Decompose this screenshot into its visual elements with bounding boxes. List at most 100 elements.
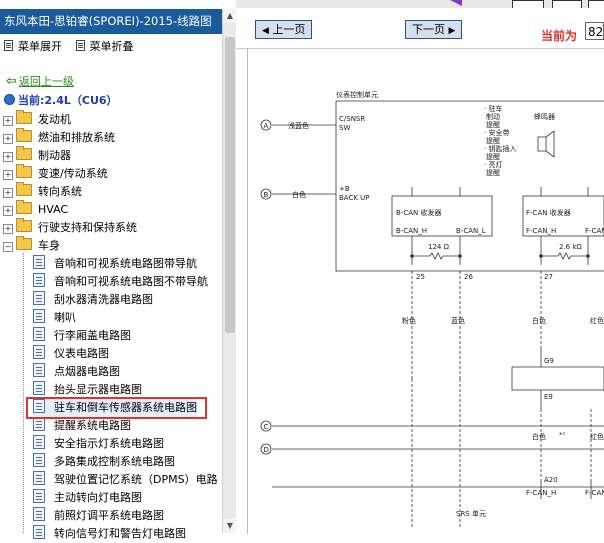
diagram-page-icon xyxy=(33,327,45,341)
tree-folder-label: 燃油和排放系统 xyxy=(38,131,115,144)
folder-icon xyxy=(16,146,32,160)
tree-connector xyxy=(23,253,24,533)
junction xyxy=(586,254,590,258)
tree-folder[interactable]: + 发动机 xyxy=(3,110,71,129)
prev-page-label: 上一页 xyxy=(272,23,306,36)
expand-icon[interactable]: + xyxy=(3,134,13,144)
left-triangle-icon: ◀ xyxy=(262,26,269,36)
purple-marker-icon xyxy=(450,0,462,6)
tree-folder-label: 行驶支持和保持系统 xyxy=(38,221,137,234)
tree-leaf[interactable]: 音响和可视系统电路图不带导航 xyxy=(33,273,208,291)
pin-c-label: C xyxy=(264,423,269,431)
page-number-input[interactable]: 82 xyxy=(585,22,604,40)
tree-folder[interactable]: +转向系统 xyxy=(3,182,82,201)
tree-folder[interactable]: + 燃油和排放系统 xyxy=(3,128,115,147)
expand-icon[interactable]: + xyxy=(3,224,13,234)
expand-icon[interactable]: + xyxy=(3,116,13,126)
tree-folder[interactable]: + 变速/传动系统 xyxy=(3,164,108,183)
note-3: · 安全带 xyxy=(484,128,509,137)
tree-leaf-label: 点烟器电路图 xyxy=(54,365,120,378)
diagram-page-icon xyxy=(33,273,45,287)
diagram-page-icon xyxy=(33,507,45,521)
back-arrow-icon: ⇦ xyxy=(6,74,17,89)
back-up-label: BACK UP xyxy=(339,194,370,202)
r2-label: 2.6 kΩ xyxy=(559,243,582,251)
junction xyxy=(410,254,414,258)
tree-leaf-label: 提醒系统电路图 xyxy=(54,419,131,432)
current-page-label: 当前为 xyxy=(541,29,578,43)
resistor-124 xyxy=(412,252,460,260)
tree-leaf[interactable]: 转向信号灯和警告灯电路图 xyxy=(33,525,186,543)
note-4: 提醒 xyxy=(486,136,500,145)
diagram-page-icon xyxy=(33,525,45,539)
folder-icon xyxy=(16,182,32,196)
pin25-label: 25 xyxy=(416,273,425,281)
wire-red-label: 红色 xyxy=(590,316,604,325)
tree-leaf[interactable]: 音响和可视系统电路图带导航 xyxy=(33,255,197,273)
diagram-svg: 仪表控制单元 A 浅蓝色 C/SNSR SW B 白色 +B BACK UP ·… xyxy=(260,90,604,527)
pin-b-circle xyxy=(260,188,272,200)
note-0: · 驻车 xyxy=(484,104,502,113)
prev-page-button[interactable]: ◀ 上一页 xyxy=(255,20,313,39)
scroll-up-icon[interactable]: ▲ xyxy=(223,9,237,23)
current-dot-icon xyxy=(4,94,15,105)
folder-icon xyxy=(16,200,32,214)
g9-e9-box xyxy=(511,366,604,391)
buzzer-body xyxy=(537,136,547,152)
tree-leaf[interactable]: 主动转向灯电路图 xyxy=(33,489,142,507)
tree-leaf[interactable]: 喇叭 xyxy=(33,309,76,327)
tree-leaf[interactable]: 多路集成控制系统电路图 xyxy=(33,453,175,471)
tree-folder[interactable]: +制动器 xyxy=(3,146,71,165)
next-page-button[interactable]: 下一页 ▶ xyxy=(405,20,463,39)
tree-leaf-label: 喇叭 xyxy=(54,311,76,324)
tree-folder[interactable]: +HVAC xyxy=(3,200,68,219)
tree-leaf[interactable]: 安全指示灯系统电路图 xyxy=(33,435,164,453)
expand-icon[interactable]: + xyxy=(3,152,13,162)
vertical-scrollbar[interactable]: ▲ ▼ xyxy=(222,9,237,533)
tree-leaf[interactable]: 前照灯调平系统电路图 xyxy=(33,507,164,525)
diagram-page-icon xyxy=(33,381,45,395)
back-link[interactable]: ⇦返回上一级 xyxy=(6,74,74,90)
collapse-all-button[interactable]: 菜单折叠 xyxy=(72,40,134,53)
tree-folder-label: 变速/传动系统 xyxy=(38,167,108,180)
r1-label: 124 Ω xyxy=(428,243,450,251)
tree-leaf[interactable]: 驾驶位置记忆系统（DPMS）电路 xyxy=(33,471,218,489)
folder-icon xyxy=(16,236,32,250)
menu-bar: 菜单展开 菜单折叠 xyxy=(0,38,222,56)
tree-leaf[interactable]: 抬头显示器电路图 xyxy=(33,381,142,399)
tree-folder[interactable]: −车身 xyxy=(3,236,60,255)
collapse-all-label: 菜单折叠 xyxy=(89,40,134,53)
diagram-page-icon xyxy=(33,363,45,377)
pin-b-text: 白色 xyxy=(292,190,306,199)
diagram-page-icon xyxy=(33,417,45,431)
scroll-thumb[interactable] xyxy=(225,37,235,333)
a20-label: A20 xyxy=(544,476,558,484)
current-model: 当前:2.4L（CU6） xyxy=(4,93,118,109)
dashed-wires xyxy=(411,271,542,379)
pin-d-circle xyxy=(260,443,272,455)
tree-leaf[interactable]: 仪表电路图 xyxy=(33,345,109,363)
tree-leaf[interactable]: 提醒系统电路图 xyxy=(33,417,131,435)
expand-all-button[interactable]: 菜单展开 xyxy=(0,40,66,53)
tree-leaf[interactable]: 点烟器电路图 xyxy=(33,363,120,381)
diagram-page-icon xyxy=(33,471,45,485)
wire-red2-label: 红色 xyxy=(590,432,604,441)
expand-icon[interactable]: + xyxy=(3,170,13,180)
note-2: 提醒 xyxy=(486,120,500,129)
scroll-down-icon[interactable]: ▼ xyxy=(223,519,237,533)
pin-d-label: D xyxy=(264,446,269,454)
bcan-l-label: B-CAN_L xyxy=(456,227,486,235)
folder-icon xyxy=(16,110,32,124)
unit-left-edge xyxy=(335,101,604,272)
tree-folder[interactable]: + 行驶支持和保持系统 xyxy=(3,218,137,237)
left-pane: 东风本田-思铂睿(SPOREI)-2015-线路图 菜单展开 菜单折叠 ⇦返回上… xyxy=(0,0,237,540)
expand-icon[interactable]: + xyxy=(3,188,13,198)
tree-leaf[interactable]: 驻车和倒车传感器系统电路图 xyxy=(33,399,197,417)
tree-leaf[interactable]: 行李厢盖电路图 xyxy=(33,327,131,345)
box-stubs xyxy=(411,187,589,196)
expand-icon[interactable]: + xyxy=(3,206,13,216)
tree-leaf[interactable]: 刮水器清洗器电路图 xyxy=(33,291,153,309)
bcan-label: B-CAN 收发器 xyxy=(396,208,441,217)
tree-folder-label: 发动机 xyxy=(38,113,71,126)
collapse-icon[interactable]: − xyxy=(3,242,13,252)
